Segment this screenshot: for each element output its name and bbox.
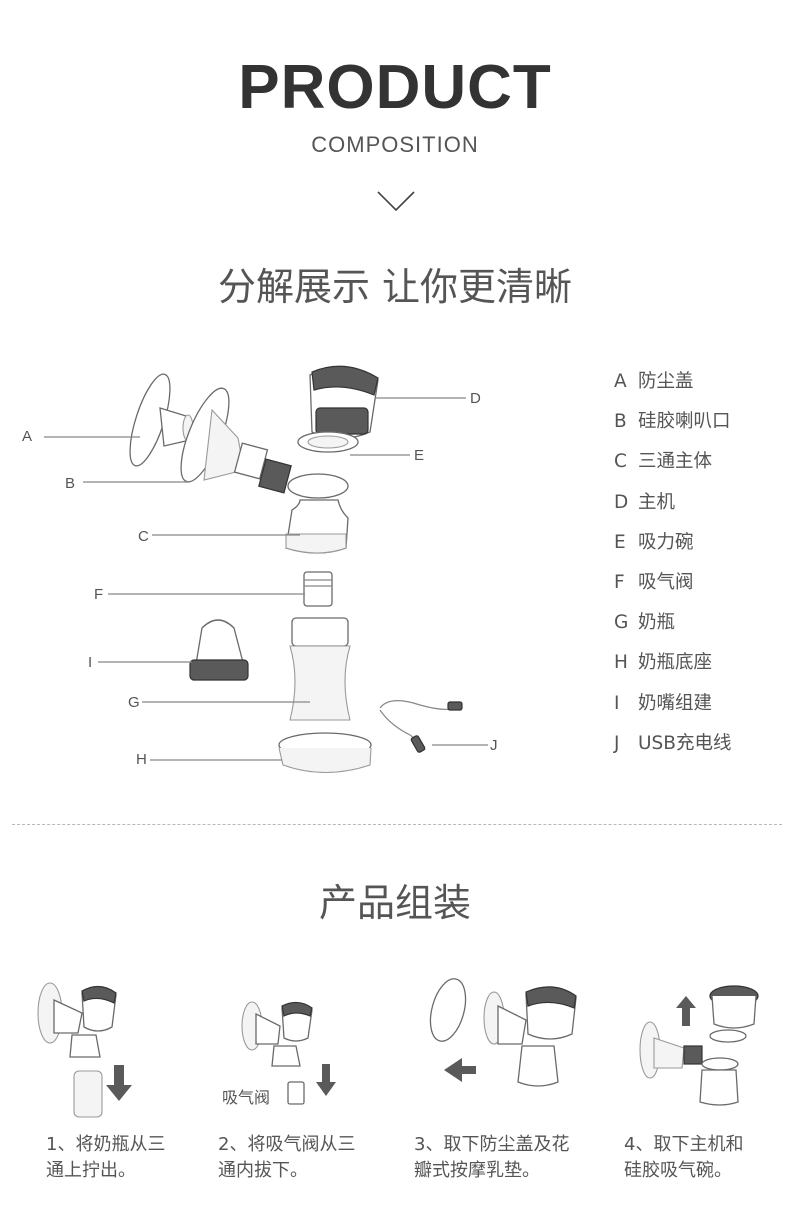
part-e-suction-bowl bbox=[297, 431, 359, 453]
page-subtitle: COMPOSITION bbox=[311, 132, 479, 157]
part-b-flange bbox=[180, 387, 292, 494]
step4-illustration bbox=[639, 985, 759, 1106]
part-h-base bbox=[278, 732, 372, 774]
assembly-heading: 产品组装 bbox=[318, 881, 471, 925]
exploded-view-heading: 分解展示 让你更清晰 bbox=[217, 265, 573, 309]
valve-tag: 吸气阀 bbox=[222, 1088, 271, 1107]
diagram-label-f: F bbox=[94, 586, 104, 603]
step-2-caption: 2、将吸气阀从三 通内拔下。 bbox=[218, 1134, 356, 1181]
part-i-teat bbox=[189, 619, 249, 681]
chevron-down-icon bbox=[377, 191, 415, 212]
step1-illustration bbox=[37, 982, 132, 1118]
step3-illustration bbox=[429, 978, 577, 1087]
diagram-label-c: C bbox=[138, 528, 149, 545]
diagram-label-d: D bbox=[470, 390, 481, 407]
section-divider bbox=[12, 824, 782, 825]
step-4-caption: 4、取下主机和 硅胶吸气碗。 bbox=[624, 1134, 744, 1181]
part-d-motor bbox=[309, 365, 379, 440]
part-j-usb-cable bbox=[379, 700, 463, 753]
diagram-label-h: H bbox=[136, 751, 147, 768]
diagram-label-i: I bbox=[88, 654, 93, 671]
diagram-label-a: A bbox=[22, 428, 33, 445]
diagram-label-e: E bbox=[414, 447, 425, 464]
exploded-diagram bbox=[44, 365, 488, 774]
part-g-bottle bbox=[289, 617, 351, 721]
step2-illustration bbox=[241, 1001, 336, 1105]
diagram-label-b: B bbox=[65, 475, 76, 492]
part-c-body bbox=[285, 473, 349, 554]
page-title: PRODUCT bbox=[238, 53, 552, 122]
part-f-valve bbox=[303, 571, 333, 607]
diagram-label-g: G bbox=[128, 694, 140, 711]
step-3-caption: 3、取下防尘盖及花 瓣式按摩乳垫。 bbox=[414, 1134, 570, 1181]
step-1-caption: 1、将奶瓶从三 通上拧出。 bbox=[46, 1134, 166, 1181]
diagram-label-j: J bbox=[490, 737, 498, 754]
